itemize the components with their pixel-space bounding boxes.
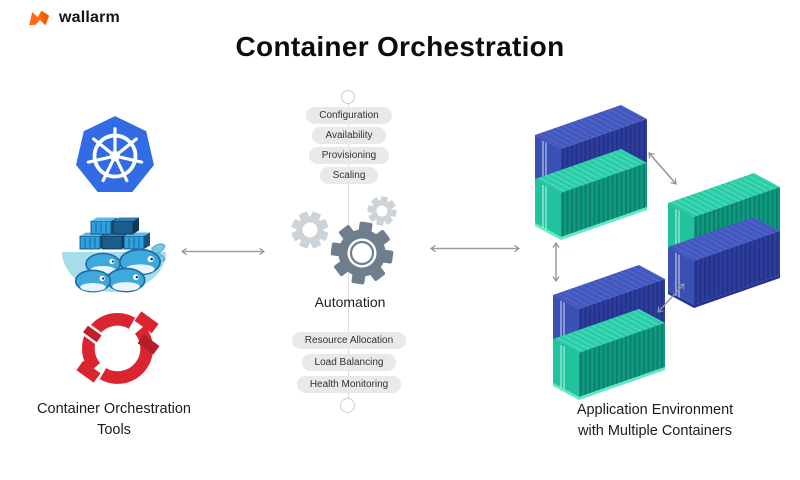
kubernetes-icon bbox=[73, 114, 157, 201]
container-stack-top-left bbox=[534, 104, 648, 241]
containers-illustration bbox=[534, 104, 781, 401]
brand-name: wallarm bbox=[59, 9, 120, 26]
scaling-arrow-diagonal-top-icon bbox=[648, 152, 677, 185]
flow-node-bottom bbox=[340, 398, 355, 413]
pill-load-balancing: Load Balancing bbox=[301, 354, 397, 371]
post-automation-pills: Resource Allocation Load Balancing Healt… bbox=[279, 332, 419, 393]
pill-resource-allocation: Resource Allocation bbox=[291, 332, 407, 349]
container-stack-bottom bbox=[552, 264, 666, 401]
pill-availability: Availability bbox=[312, 127, 386, 144]
tools-label-line2: Tools bbox=[97, 421, 131, 438]
environment-label-line2: with Multiple Containers bbox=[578, 422, 732, 439]
pill-health-monitoring: Health Monitoring bbox=[296, 376, 402, 393]
pill-provisioning: Provisioning bbox=[308, 147, 390, 164]
flow-node-top bbox=[341, 90, 355, 104]
brand-logo: wallarm bbox=[28, 8, 120, 28]
scaling-arrow-diagonal-bottom-icon bbox=[657, 283, 685, 313]
openshift-icon bbox=[71, 301, 164, 397]
pill-configuration: Configuration bbox=[306, 107, 392, 124]
tools-label: Container Orchestration Tools bbox=[14, 399, 214, 440]
automation-label: Automation bbox=[314, 294, 386, 310]
docker-swarm-icon bbox=[57, 212, 171, 301]
page-title: Container Orchestration bbox=[235, 31, 565, 62]
pill-scaling: Scaling bbox=[319, 167, 379, 184]
environment-label: Application Environment with Multiple Co… bbox=[535, 400, 775, 441]
automation-gears-icon bbox=[291, 196, 397, 285]
container-stack-right bbox=[667, 172, 781, 309]
tools-label-line1: Container Orchestration bbox=[37, 401, 191, 417]
wallarm-flag-icon bbox=[29, 10, 50, 26]
pre-automation-pills: Configuration Availability Provisioning … bbox=[279, 107, 419, 184]
environment-label-line1: Application Environment bbox=[576, 402, 734, 418]
